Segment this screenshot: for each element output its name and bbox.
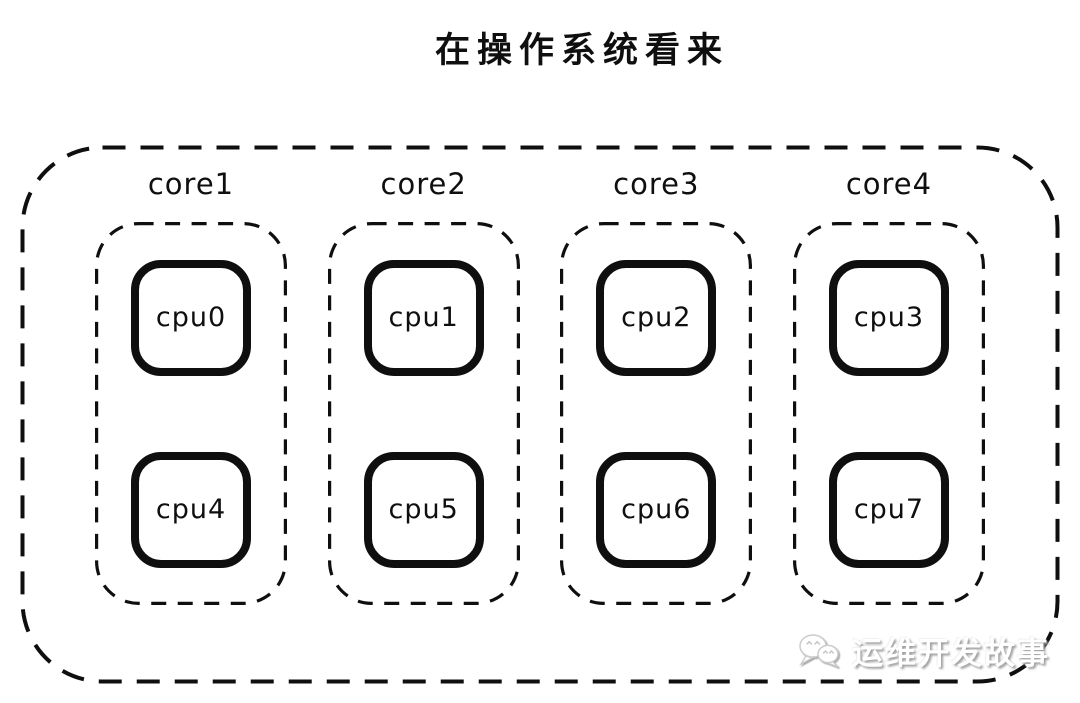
core-box: cpu3 cpu7 [792,222,985,605]
cpu-box: cpu2 [596,259,717,376]
core-box: cpu1 cpu5 [327,222,520,605]
core-label: core3 [613,166,700,201]
cpu-label: cpu2 [621,302,692,333]
core-box: cpu2 cpu6 [560,222,753,605]
cpu-box: cpu3 [828,259,949,376]
core-label: core2 [380,166,467,201]
cpu-label: cpu7 [853,494,925,525]
core-column-1: core1 cpu0 cpu4 [95,145,287,684]
cpu-box: cpu6 [596,451,717,568]
cpu-label: cpu4 [155,494,227,525]
cpu-label: cpu6 [621,494,692,525]
core-column-3: core3 cpu2 cpu6 [560,145,753,684]
diagram-title: 在操作系统看来 [434,31,729,71]
core-label: core1 [147,166,235,201]
cpu-box: cpu5 [363,451,484,568]
core-label: core4 [845,166,933,201]
cpu-box: cpu1 [363,259,484,376]
core-column-4: core4 cpu3 cpu7 [792,145,985,684]
wechat-icon [799,633,839,668]
cpu-label: cpu5 [388,494,459,525]
cpu-box: cpu4 [131,451,251,568]
os-view-container: core1 cpu0 cpu4 core2 [20,145,1060,684]
cpu-label: cpu3 [853,302,925,333]
core-column-2: core2 cpu1 cpu5 [327,145,520,684]
cpu-box: cpu7 [828,451,949,568]
watermark-text: 运维开发故事 [852,636,1050,672]
cpu-label: cpu1 [388,302,459,333]
core-columns: core1 cpu0 cpu4 core2 [20,145,1060,684]
cpu-box: cpu0 [131,259,251,376]
cpu-label: cpu0 [155,302,227,333]
core-box: cpu0 cpu4 [95,222,287,605]
watermark: 运维开发故事 [796,628,1050,673]
